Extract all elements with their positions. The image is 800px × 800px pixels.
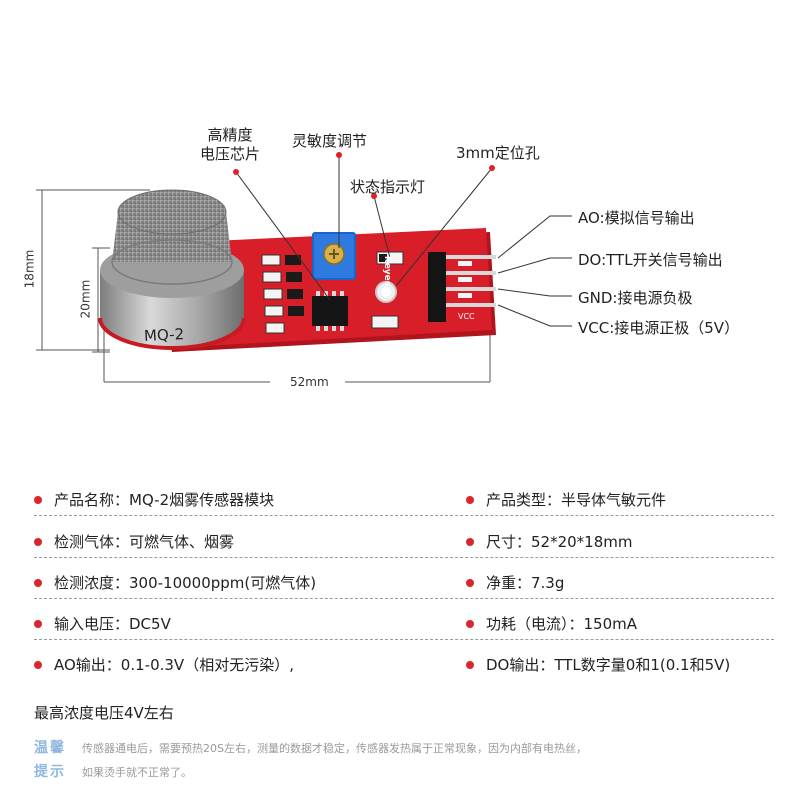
spec-left: 产品名称：MQ-2烟雾传感器模块 — [34, 489, 274, 510]
spec-text: 产品类型：半导体气敏元件 — [486, 491, 667, 509]
bullet-icon — [34, 537, 42, 546]
pin-label-vcc-text: VCC:接电源正极（5V） — [578, 319, 740, 337]
dimension-width-label: 20mm — [78, 279, 93, 319]
spec-text: 检测气体：可燃气体、烟雾 — [54, 533, 235, 551]
pin-label-ao-text: AO:模拟信号输出 — [578, 209, 695, 227]
spec-right: 净重：7.3g — [466, 572, 564, 593]
product-diagram: MQ-2 Keyes VCC 高精度 电压芯片 灵敏度调节 状态指示灯 3mm定… — [22, 126, 739, 389]
sensor-module-illustration — [36, 152, 572, 383]
spec-row: 输入电压：DC5V 功耗（电流）：150mA — [34, 604, 774, 640]
spec-right: 产品类型：半导体气敏元件 — [466, 489, 666, 510]
bullet-icon — [34, 660, 42, 669]
spec-divider — [34, 639, 774, 640]
board-pin-vcc-label: VCC — [458, 312, 475, 321]
spec-row: AO输出：0.1-0.3V（相对无污染）, DO输出：TTL数字量0和1(0.1… — [34, 645, 774, 681]
pin-label-do-text: DO:TTL开关信号输出 — [578, 251, 723, 269]
spec-row: 检测气体：可燃气体、烟雾 尺寸：52*20*18mm — [34, 522, 774, 558]
spec-text: DO输出：TTL数字量0和1(0.1和5V) — [486, 656, 731, 674]
bullet-icon — [34, 495, 42, 504]
callout-status-led: 状态指示灯 — [350, 178, 426, 196]
board-brand-label: Keyes — [382, 255, 393, 287]
spec-divider — [34, 515, 774, 516]
spec-right: DO输出：TTL数字量0和1(0.1和5V) — [466, 654, 730, 675]
spec-text: 净重：7.3g — [486, 574, 565, 592]
spec-right: 功耗（电流）：150mA — [466, 613, 637, 634]
tip-text-line1: 传感器通电后，需要预热20S左右，测量的数据才稳定，传感器发热属于正常现象，因为… — [82, 742, 587, 755]
pin-label-gnd-text: GND:接电源负极 — [578, 289, 693, 307]
pin-label-vcc: VCC:接电源正极（5V） — [578, 317, 739, 338]
spec-right: 尺寸：52*20*18mm — [466, 531, 633, 552]
dimension-width-line — [92, 247, 110, 353]
spec-left: 输入电压：DC5V — [34, 613, 171, 634]
spec-left: 检测浓度：300-10000ppm(可燃气体) — [34, 572, 316, 593]
pin-label-do: DO:TTL开关信号输出 — [578, 249, 723, 270]
bullet-icon — [466, 495, 474, 504]
spec-text: 检测浓度：300-10000ppm(可燃气体) — [54, 574, 317, 592]
spec-row: 产品名称：MQ-2烟雾传感器模块 产品类型：半导体气敏元件 — [34, 480, 774, 516]
tip-tag-line1: 温馨 — [34, 740, 66, 756]
pin-label-ao: AO:模拟信号输出 — [578, 207, 695, 228]
bullet-icon — [466, 537, 474, 546]
spec-left: AO输出：0.1-0.3V（相对无污染）, — [34, 654, 294, 675]
tip-tag-line2: 提示 — [34, 764, 66, 780]
spec-left: 检测气体：可燃气体、烟雾 — [34, 531, 234, 552]
spec-text: 功耗（电流）：150mA — [486, 615, 638, 633]
mq2-gas-sensor — [98, 189, 246, 350]
dimension-length-label: 52mm — [290, 375, 329, 389]
spec-text: 尺寸：52*20*18mm — [486, 533, 633, 551]
max-voltage-note: 最高浓度电压4V左右 — [34, 704, 174, 722]
spec-row: 检测浓度：300-10000ppm(可燃气体) 净重：7.3g — [34, 563, 774, 599]
callout-mounting-hole: 3mm定位孔 — [456, 144, 540, 162]
callout-chip-line2: 电压芯片 — [200, 145, 261, 163]
dimension-length-line — [103, 322, 491, 383]
tip-text-line2: 如果烫手就不正常了。 — [82, 766, 192, 779]
spec-text: 输入电压：DC5V — [54, 615, 171, 633]
bullet-icon — [466, 619, 474, 628]
spec-divider — [34, 557, 774, 558]
callout-lines — [235, 155, 572, 327]
sensor-model-label: MQ-2 — [143, 324, 185, 346]
dimension-height-label: 18mm — [22, 249, 37, 289]
callout-chip-line1: 高精度 — [207, 126, 253, 144]
bullet-icon — [34, 619, 42, 628]
bullet-icon — [466, 578, 474, 587]
callout-sensitivity: 灵敏度调节 — [292, 132, 368, 150]
bullet-icon — [466, 660, 474, 669]
callout-chip: 高精度 电压芯片 — [200, 126, 260, 164]
pin-label-gnd: GND:接电源负极 — [578, 287, 692, 308]
bullet-icon — [34, 578, 42, 587]
spec-divider — [34, 598, 774, 599]
spec-text: 产品名称：MQ-2烟雾传感器模块 — [54, 491, 275, 509]
spec-text: AO输出：0.1-0.3V（相对无污染）, — [54, 656, 294, 674]
